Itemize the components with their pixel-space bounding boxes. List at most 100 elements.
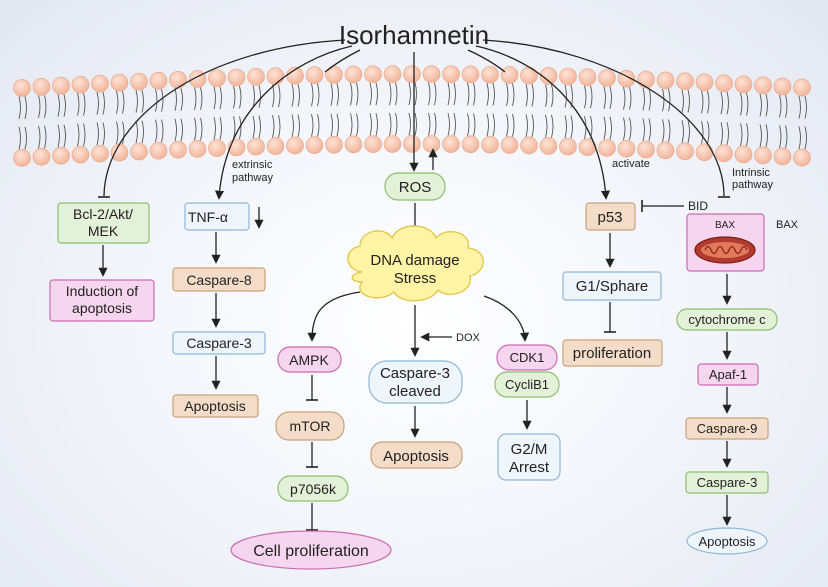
lipid-head (13, 149, 31, 167)
lipid-tail (668, 119, 671, 143)
lipid-tail (590, 85, 593, 109)
lipid-head (520, 136, 538, 155)
lipid-tail (551, 84, 554, 108)
lipid-tail (804, 95, 807, 119)
lipid-head (578, 68, 597, 86)
title-isorhamnetin: Isorhamnetin (339, 20, 489, 50)
lipid-tail (291, 83, 294, 107)
lipid-head (676, 142, 694, 161)
svg-text:CDK1: CDK1 (510, 350, 545, 365)
lipid-head (32, 78, 51, 96)
lipid-head (559, 137, 577, 156)
lipid-head (52, 146, 70, 165)
lipid-tail (336, 113, 339, 137)
svg-text:Caspare-3: Caspare-3 (697, 475, 758, 490)
node-caspase3-right: Caspare-3 (685, 471, 769, 494)
lipid-tail (414, 82, 417, 106)
lipid-tail (687, 89, 690, 113)
lipid-tail (180, 88, 183, 111)
node-cell-proliferation: Cell proliferation (230, 530, 392, 570)
lipid-tail (96, 92, 99, 115)
node-cyclib1: CycliB1 (494, 371, 560, 398)
lipid-tail (336, 83, 339, 106)
curve-mid-left (324, 49, 361, 73)
curve-to-intrinsic (482, 39, 725, 197)
svg-text:cytochrome c: cytochrome c (688, 312, 766, 327)
lipid-tail (506, 113, 509, 137)
lipid-head (598, 139, 616, 157)
lipid-head (110, 143, 129, 162)
lipid-tail (467, 82, 470, 106)
lipid-tail (428, 112, 431, 136)
lipid-head (208, 139, 226, 157)
lipid-tail (102, 122, 105, 146)
lipid-tail (297, 83, 300, 107)
lipid-tail (584, 85, 587, 109)
lipid-tail (765, 124, 768, 148)
lipid-tail (24, 96, 27, 120)
node-p70: p7056k (277, 475, 349, 502)
lipid-head (734, 75, 753, 94)
lipid-tail (785, 125, 788, 149)
lipid-tail (545, 84, 548, 108)
lipid-head (403, 65, 421, 83)
node-bcl2: Bcl-2/Akt/MEK (57, 202, 150, 244)
node-apoptosis-left: Apoptosis (172, 394, 259, 418)
node-apaf1: Apaf-1 (697, 363, 759, 386)
lipid-head (110, 73, 129, 92)
label-activate: activate (612, 158, 650, 170)
svg-text:p7056k: p7056k (290, 481, 337, 497)
lipid-tail (102, 92, 105, 115)
lipid-tail (350, 113, 353, 137)
svg-text:BAX: BAX (715, 220, 735, 231)
lipid-tail (603, 116, 606, 140)
pathway-curves (98, 39, 730, 200)
lipid-tail (122, 121, 125, 145)
lipid-head (286, 136, 304, 155)
lipid-tail (707, 121, 710, 144)
node-mtor: mTOR (275, 411, 345, 441)
lipid-head (344, 135, 363, 154)
svg-text:G1/Sphare: G1/Sphare (576, 278, 649, 295)
lipid-tail (662, 88, 665, 112)
lipid-tail (512, 83, 515, 107)
lipid-tail (24, 126, 27, 150)
lipid-tail (648, 87, 651, 111)
arrow-dna-ampk (307, 291, 361, 342)
lipid-tail (642, 87, 645, 111)
lipid-head (773, 147, 792, 166)
lipid-head (305, 66, 324, 84)
lipid-head (695, 73, 714, 92)
lipid-tail (161, 89, 164, 112)
lipid-head (130, 72, 148, 91)
lipid-tail (135, 120, 138, 144)
lipid-tail (701, 90, 704, 114)
lipid-head (71, 145, 90, 164)
lipid-head (754, 76, 772, 95)
lipid-tail (740, 123, 743, 146)
lipid-tail (473, 82, 476, 106)
lipid-tail (141, 90, 144, 113)
lipid-tail (473, 113, 476, 136)
lipid-head (676, 72, 694, 91)
lipid-tail (252, 115, 255, 139)
lipid-head (754, 146, 772, 165)
lipid-head (637, 140, 655, 159)
node-caspase8: Caspare-8 (172, 267, 266, 292)
lipid-head (208, 69, 226, 87)
lipid-head (266, 67, 285, 85)
lipid-tail (564, 115, 567, 139)
lipid-tail (779, 125, 782, 149)
lipid-tail (122, 90, 125, 114)
lipid-tail (356, 113, 359, 137)
lipid-tail (486, 83, 489, 106)
lipid-tail (200, 87, 203, 111)
lipid-head (715, 144, 733, 163)
lipid-head (539, 67, 558, 85)
node-cdk1: CDK1 (496, 344, 558, 371)
svg-text:Apoptosis: Apoptosis (383, 448, 449, 465)
